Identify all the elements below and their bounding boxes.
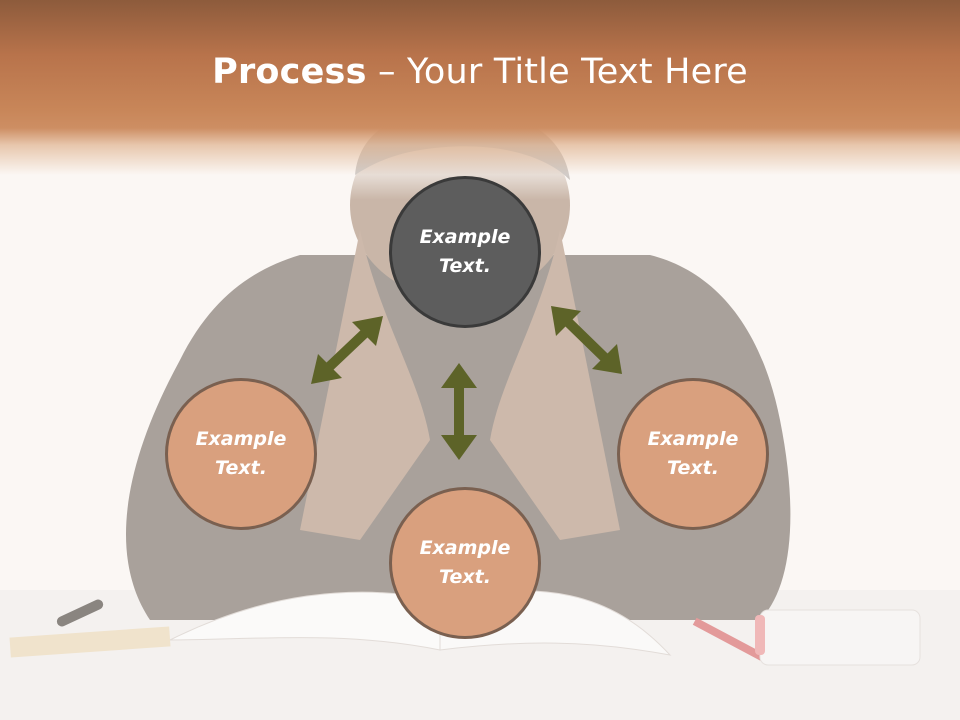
arrow-vertical [441,363,477,460]
circle-right[interactable]: Example Text. [617,378,769,530]
title-bold: Process [212,52,367,92]
circle-left-text: Example Text. [195,428,287,479]
slide-title: Process – Your Title Text Here [0,52,960,92]
arrow-top-right [551,306,622,374]
circle-bottom-text: Example Text. [419,537,511,588]
circle-left[interactable]: Example Text. [165,378,317,530]
circle-top-text: Example Text. [419,226,511,277]
title-rest: – Your Title Text Here [366,52,748,92]
arrow-top-left [311,316,383,384]
circle-right-text: Example Text. [647,428,739,479]
circle-top[interactable]: Example Text. [389,176,541,328]
circle-bottom[interactable]: Example Text. [389,487,541,639]
header-band [0,0,960,200]
